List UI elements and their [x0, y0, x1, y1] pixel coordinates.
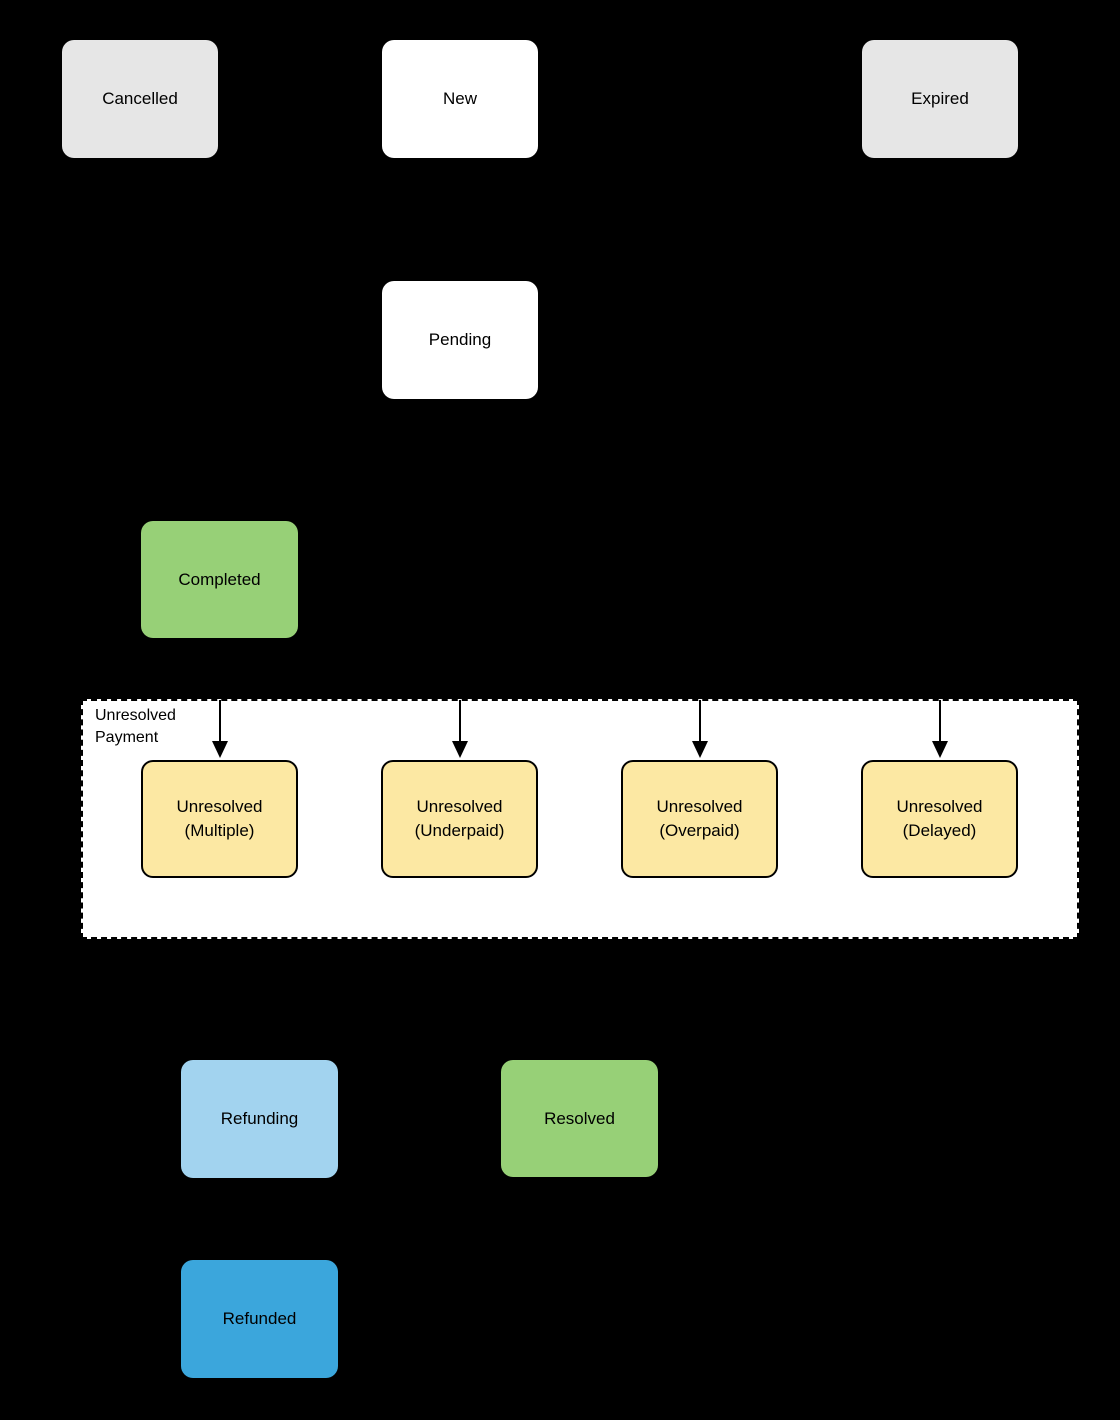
- state-unresolved-delayed: Unresolved (Delayed): [861, 760, 1018, 878]
- state-unresolved-delayed-label: Unresolved (Delayed): [896, 797, 983, 840]
- arrow-head-icon: [452, 741, 468, 758]
- state-unresolved-multiple-label: Unresolved (Multiple): [176, 797, 263, 840]
- state-expired-label: Expired: [911, 89, 969, 108]
- state-unresolved-underpaid-label: Unresolved (Underpaid): [414, 797, 505, 840]
- arrow-into-unresolved-overpaid: [691, 700, 709, 758]
- arrow-head-icon: [692, 741, 708, 758]
- state-refunded-label: Refunded: [222, 1309, 297, 1328]
- arrow-line: [459, 700, 461, 743]
- state-refunding: Refunding: [181, 1060, 338, 1178]
- arrow-into-unresolved-delayed: [931, 700, 949, 758]
- state-pending-label: Pending: [428, 330, 492, 349]
- arrow-line: [939, 700, 941, 743]
- state-completed: Completed: [141, 521, 298, 638]
- state-cancelled: Cancelled: [62, 40, 218, 158]
- state-completed-label: Completed: [178, 569, 261, 589]
- state-pending: Pending: [382, 281, 538, 399]
- state-unresolved-underpaid: Unresolved (Underpaid): [381, 760, 538, 878]
- state-unresolved-multiple: Unresolved (Multiple): [141, 760, 298, 878]
- state-cancelled-label: Cancelled: [102, 89, 178, 108]
- arrow-into-unresolved-underpaid: [451, 700, 469, 758]
- state-unresolved-overpaid-label: Unresolved (Overpaid): [656, 797, 743, 840]
- unresolved-payment-group-label: Unresolved Payment: [95, 707, 176, 746]
- state-expired: Expired: [862, 40, 1018, 158]
- state-refunded: Refunded: [181, 1260, 338, 1378]
- state-resolved-label: Resolved: [544, 1108, 615, 1128]
- state-unresolved-overpaid: Unresolved (Overpaid): [621, 760, 778, 878]
- arrow-into-unresolved-multiple: [211, 700, 229, 758]
- state-resolved: Resolved: [501, 1060, 658, 1177]
- arrow-line: [219, 700, 221, 743]
- state-new: New: [382, 40, 538, 158]
- arrow-line: [699, 700, 701, 743]
- state-refunding-label: Refunding: [220, 1109, 299, 1128]
- state-new-label: New: [442, 89, 477, 108]
- arrow-head-icon: [212, 741, 228, 758]
- arrow-head-icon: [932, 741, 948, 758]
